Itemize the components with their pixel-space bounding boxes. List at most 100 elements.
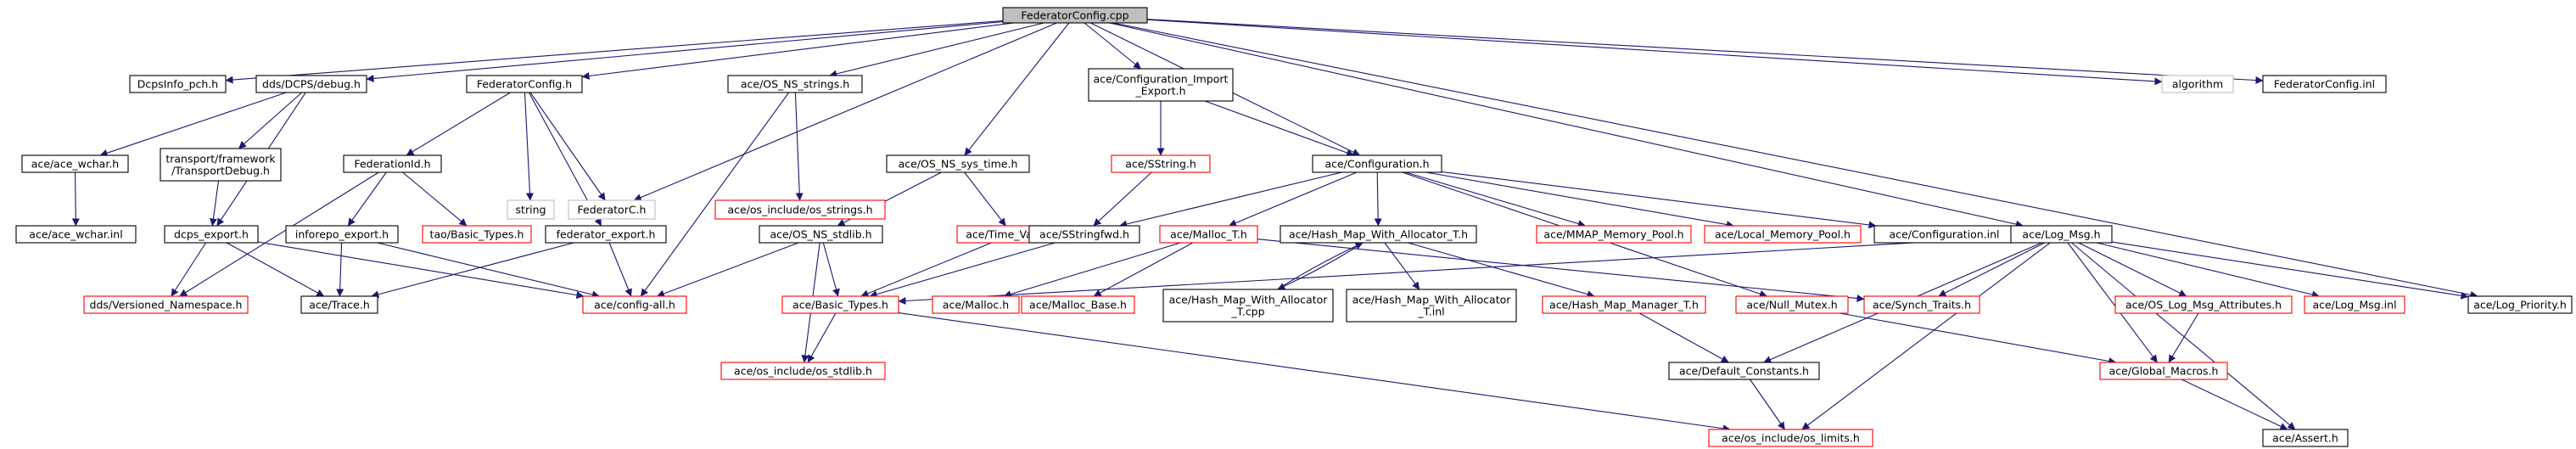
node-hash-map-with-alloc-t-cpp[interactable]: ace/Hash_Map_With_Allocator_T.cpp bbox=[1162, 289, 1334, 323]
node-hash-map-with-alloc-t-inl[interactable]: ace/Hash_Map_With_Allocator_T.inl bbox=[1346, 289, 1517, 323]
node-box[interactable] bbox=[1536, 225, 1692, 244]
node-box[interactable] bbox=[759, 225, 883, 244]
node-mmap-memory-pool[interactable]: ace/MMAP_Memory_Pool.h bbox=[1536, 225, 1692, 244]
node-box[interactable] bbox=[1088, 68, 1234, 102]
node-tao-basic-types[interactable]: tao/Basic_Types.h bbox=[422, 225, 532, 244]
node-sstring-h[interactable]: ace/SString.h bbox=[1111, 154, 1211, 173]
node-box[interactable] bbox=[164, 225, 259, 244]
node-hash-map-manager-t[interactable]: ace/Hash_Map_Manager_T.h bbox=[1542, 295, 1706, 314]
node-box[interactable] bbox=[1735, 295, 1849, 314]
node-box[interactable] bbox=[1708, 429, 1873, 447]
node-log-msg-h[interactable]: ace/Log_Msg.h bbox=[2010, 225, 2113, 244]
node-box[interactable] bbox=[2262, 429, 2349, 447]
node-os-ns-stdlib[interactable]: ace/OS_NS_stdlib.h bbox=[759, 225, 883, 244]
node-federationid-h[interactable]: FederationId.h bbox=[343, 154, 442, 173]
node-box[interactable] bbox=[886, 154, 1030, 173]
node-log-priority[interactable]: ace/Log_Priority.h bbox=[2467, 295, 2573, 314]
node-malloc-base[interactable]: ace/Malloc_Base.h bbox=[1021, 295, 1135, 314]
node-box[interactable] bbox=[83, 295, 249, 314]
node-box[interactable] bbox=[1162, 289, 1334, 323]
node-box[interactable] bbox=[422, 225, 532, 244]
node-label: ace/OS_NS_sys_time.h bbox=[899, 158, 1018, 171]
node-trace-h[interactable]: ace/Trace.h bbox=[300, 295, 378, 314]
node-hash-map-with-alloc-t-h[interactable]: ace/Hash_Map_With_Allocator_T.h bbox=[1280, 225, 1477, 244]
node-box[interactable] bbox=[714, 199, 886, 220]
node-box[interactable] bbox=[2262, 75, 2387, 93]
node-box[interactable] bbox=[1028, 225, 1140, 244]
node-basic-types[interactable]: ace/Basic_Types.h bbox=[781, 295, 899, 314]
node-os-include-os-limits[interactable]: ace/os_include/os_limits.h bbox=[1708, 429, 1873, 447]
node-configuration-h[interactable]: ace/Configuration.h bbox=[1312, 154, 1442, 173]
node-box[interactable] bbox=[466, 75, 583, 93]
node-local-memory-pool[interactable]: ace/Local_Memory_Pool.h bbox=[1704, 225, 1862, 244]
node-global-macros[interactable]: ace/Global_Macros.h bbox=[2099, 362, 2228, 380]
node-ace-wchar-h[interactable]: ace/ace_wchar.h bbox=[21, 154, 129, 173]
node-os-ns-sys-time[interactable]: ace/OS_NS_sys_time.h bbox=[886, 154, 1030, 173]
node-inforepo-export[interactable]: inforepo_export.h bbox=[285, 225, 399, 244]
node-box[interactable] bbox=[129, 75, 227, 93]
node-box[interactable] bbox=[285, 225, 399, 244]
edge-configuration_h-to-sstringfwd bbox=[1119, 171, 1342, 228]
node-box[interactable] bbox=[1863, 295, 1980, 314]
node-box[interactable] bbox=[932, 295, 1020, 314]
node-malloc-t[interactable]: ace/Malloc_T.h bbox=[1159, 225, 1258, 244]
node-box[interactable] bbox=[1159, 225, 1258, 244]
node-box[interactable] bbox=[507, 199, 555, 220]
node-box[interactable] bbox=[1280, 225, 1477, 244]
node-os-log-msg-attributes[interactable]: ace/OS_Log_Msg_Attributes.h bbox=[2114, 295, 2293, 314]
node-box[interactable] bbox=[727, 75, 863, 93]
node-box[interactable] bbox=[2161, 75, 2234, 93]
node-os-include-os-stdlib[interactable]: ace/os_include/os_stdlib.h bbox=[720, 362, 886, 380]
node-malloc-h[interactable]: ace/Malloc.h bbox=[932, 295, 1020, 314]
node-box[interactable] bbox=[255, 75, 367, 93]
node-box[interactable] bbox=[1668, 362, 1820, 380]
node-box[interactable] bbox=[15, 225, 137, 244]
node-box[interactable] bbox=[300, 295, 378, 314]
node-federatorconfig-inl[interactable]: FederatorConfig.inl bbox=[2262, 75, 2387, 93]
node-synch-traits[interactable]: ace/Synch_Traits.h bbox=[1863, 295, 1980, 314]
node-federatorconfig-h[interactable]: FederatorConfig.h bbox=[466, 75, 583, 93]
node-algorithm[interactable]: algorithm bbox=[2161, 75, 2234, 93]
node-dcpsinfo-pch[interactable]: DcpsInfo_pch.h bbox=[129, 75, 227, 93]
node-box[interactable] bbox=[1704, 225, 1862, 244]
node-default-constants[interactable]: ace/Default_Constants.h bbox=[1668, 362, 1820, 380]
node-box[interactable] bbox=[1111, 154, 1211, 173]
node-versioned-namespace[interactable]: dds/Versioned_Namespace.h bbox=[83, 295, 249, 314]
node-ace-wchar-inl[interactable]: ace/ace_wchar.inl bbox=[15, 225, 137, 244]
node-transport-debug[interactable]: transport/framework/TransportDebug.h bbox=[160, 148, 282, 182]
node-configuration-inl[interactable]: ace/Configuration.inl bbox=[1873, 225, 2015, 244]
node-sstringfwd[interactable]: ace/SStringfwd.h bbox=[1028, 225, 1140, 244]
node-log-msg-inl[interactable]: ace/Log_Msg.inl bbox=[2304, 295, 2405, 314]
node-box[interactable] bbox=[343, 154, 442, 173]
node-federatorc-h[interactable]: FederatorC.h bbox=[568, 199, 656, 220]
node-box[interactable] bbox=[1021, 295, 1135, 314]
node-config-import-export[interactable]: ace/Configuration_Import_Export.h bbox=[1088, 68, 1234, 102]
node-box[interactable] bbox=[582, 295, 687, 314]
node-config-all[interactable]: ace/config-all.h bbox=[582, 295, 687, 314]
node-box[interactable] bbox=[1542, 295, 1706, 314]
node-box[interactable] bbox=[568, 199, 656, 220]
node-root[interactable]: FederatorConfig.cpp bbox=[1002, 7, 1148, 24]
node-federator-export[interactable]: federator_export.h bbox=[545, 225, 667, 244]
node-os-ns-strings[interactable]: ace/OS_NS_strings.h bbox=[727, 75, 863, 93]
node-box[interactable] bbox=[2010, 225, 2113, 244]
node-dcps-export[interactable]: dcps_export.h bbox=[164, 225, 259, 244]
node-box[interactable] bbox=[781, 295, 899, 314]
node-os-include-os-strings[interactable]: ace/os_include/os_strings.h bbox=[714, 199, 886, 220]
node-null-mutex[interactable]: ace/Null_Mutex.h bbox=[1735, 295, 1849, 314]
node-box[interactable] bbox=[2467, 295, 2573, 314]
node-box[interactable] bbox=[1002, 7, 1148, 24]
node-box[interactable] bbox=[160, 148, 282, 182]
node-box[interactable] bbox=[2099, 362, 2228, 380]
node-box[interactable] bbox=[1312, 154, 1442, 173]
node-box[interactable] bbox=[720, 362, 886, 380]
node-box[interactable] bbox=[2304, 295, 2405, 314]
node-box[interactable] bbox=[1346, 289, 1517, 323]
node-label: ace/Malloc_T.h bbox=[1170, 228, 1247, 241]
node-box[interactable] bbox=[545, 225, 667, 244]
node-debug-h[interactable]: dds/DCPS/debug.h bbox=[255, 75, 367, 93]
node-string[interactable]: string bbox=[507, 199, 555, 220]
node-box[interactable] bbox=[21, 154, 129, 173]
node-assert-h[interactable]: ace/Assert.h bbox=[2262, 429, 2349, 447]
node-box[interactable] bbox=[2114, 295, 2293, 314]
